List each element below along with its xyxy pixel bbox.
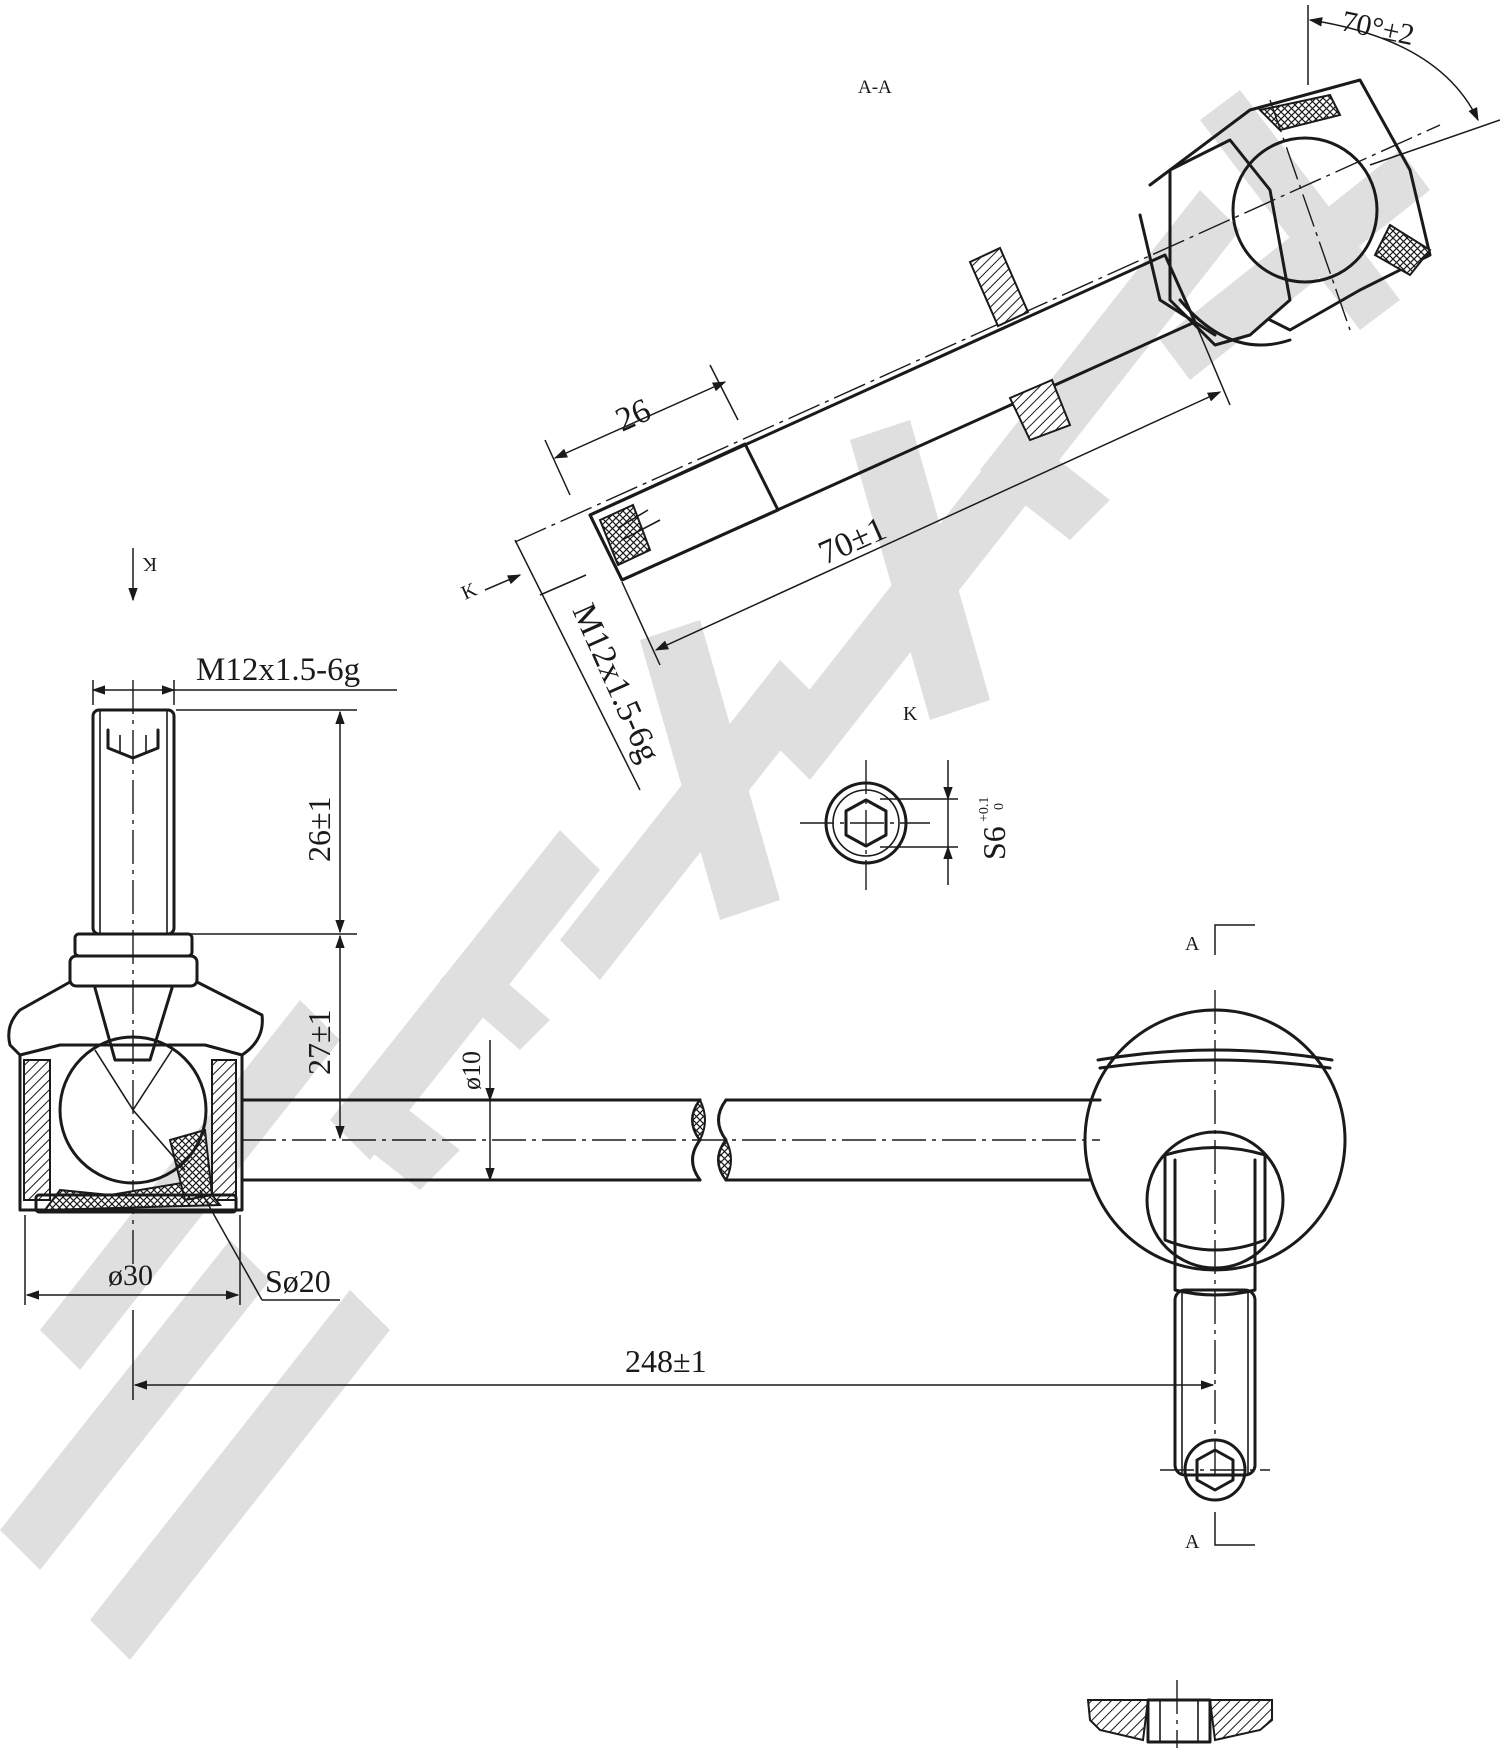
housing-height-label: 27±1: [301, 1009, 337, 1075]
thread-spec-dimension-rotated: K M12x1.5-6g: [458, 539, 667, 791]
ball-diameter-label: Sø20: [265, 1263, 331, 1299]
view-k-arrow: K: [128, 548, 157, 602]
thread-spec-label-front: M12x1.5-6g: [196, 652, 360, 688]
section-marker-top: A: [1185, 924, 1255, 955]
hex-socket-tol-upper: +0.1: [977, 797, 992, 822]
section-title: A-A: [858, 77, 892, 98]
angle-label: 70°±2: [1339, 5, 1418, 53]
section-marker-bottom: A: [1185, 1512, 1255, 1553]
section-marker-bottom-label: A: [1185, 1531, 1200, 1553]
washer-detail: [1086, 1680, 1273, 1748]
view-k-title: K: [903, 703, 918, 725]
thread-length-label: 26: [610, 392, 656, 440]
right-end: [1083, 990, 1347, 1502]
ball-diameter-dimension: Sø20: [199, 1189, 340, 1301]
view-marker-rotated: K: [458, 578, 481, 604]
hex-socket-tol-lower: 0: [992, 803, 1007, 810]
rod-diameter-dimension: ø10: [457, 1040, 495, 1182]
watermark-logo: [0, 90, 1430, 1660]
view-marker-front: K: [142, 553, 157, 575]
front-stud: [68, 680, 199, 1270]
thread-length-dimension-front: 26±1: [176, 709, 357, 935]
rod: [240, 1098, 1102, 1182]
rod-diameter-label: ø10: [457, 1051, 486, 1090]
housing-diameter-label: ø30: [108, 1259, 153, 1292]
overall-length-dimension: 248±1: [132, 1310, 1215, 1400]
thread-spec-dimension-front: M12x1.5-6g: [91, 652, 397, 705]
ball-joint-housing: [7, 980, 264, 1214]
thread-length-dimension-rotated: 26: [544, 364, 739, 496]
housing-diameter-dimension: ø30: [24, 1215, 241, 1305]
thread-length-front-label: 26±1: [301, 796, 337, 862]
housing-height-dimension: 27±1: [301, 934, 345, 1140]
overall-length-label: 248±1: [625, 1343, 707, 1379]
stud-length-label: 70±1: [813, 510, 892, 572]
hex-socket-label: S6: [976, 826, 1012, 860]
section-marker-top-label: A: [1185, 933, 1200, 955]
hex-socket-view: S6 +0.1 0: [800, 760, 1012, 890]
